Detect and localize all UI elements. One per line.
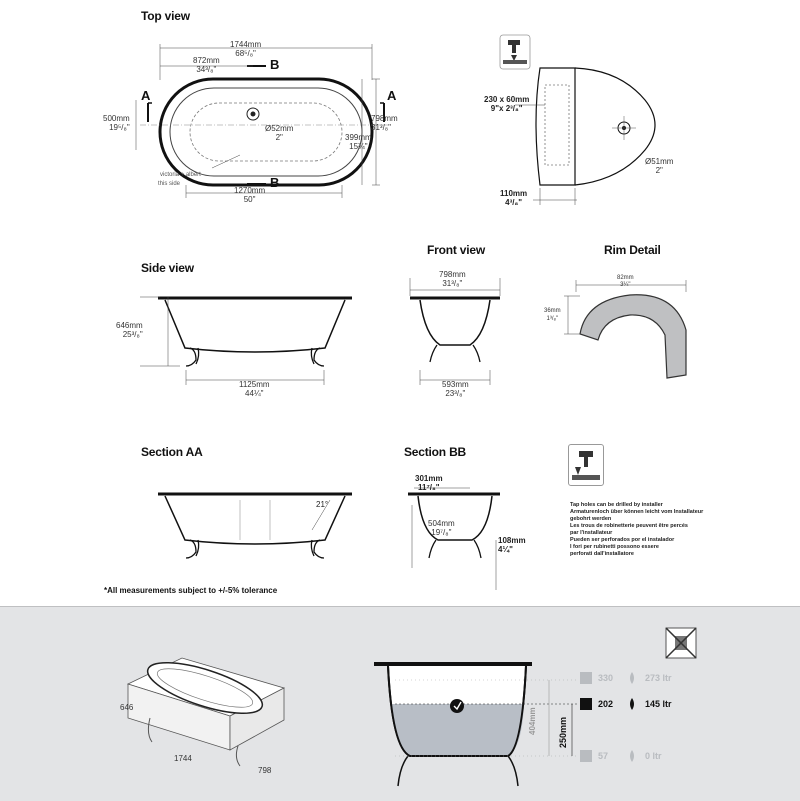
- water-section: [374, 662, 578, 787]
- section-aa-drawing: [158, 492, 352, 559]
- technical-drawings: [135, 34, 687, 590]
- dim-404: 404mm: [528, 707, 537, 735]
- front-view-title: Front view: [427, 243, 486, 257]
- tap-drill-icon: [568, 444, 604, 486]
- section-bb-drawing: [408, 487, 500, 590]
- marker-a-right: A: [387, 88, 397, 103]
- iso-height: 646: [120, 703, 134, 712]
- side-view-drawing: [140, 296, 352, 385]
- iso-length: 1744: [174, 754, 192, 763]
- rim-detail-drawing: [564, 280, 687, 379]
- tap-note: Tap holes can be drilled by installer Ar…: [570, 502, 704, 557]
- isometric-bath: [126, 657, 286, 767]
- front-view-drawing: [409, 278, 501, 385]
- dim-250: 250mm: [558, 716, 568, 748]
- level-mid-weight: 202: [598, 699, 614, 709]
- top-view-drawing: [135, 44, 390, 198]
- section-aa-angle: 21°: [316, 500, 329, 509]
- tap-position-drawing: [515, 67, 656, 205]
- side-view-title: Side view: [141, 261, 194, 275]
- level-top-volume: 273 ltr: [645, 673, 672, 683]
- rim-detail-title: Rim Detail: [604, 243, 661, 257]
- iso-width: 798: [258, 766, 272, 775]
- brand-logo: victoria + albert: [160, 172, 201, 178]
- level-top-weight: 330: [598, 673, 614, 683]
- level-mid-volume: 145 ltr: [645, 699, 672, 709]
- level-icons: [580, 672, 634, 762]
- marker-b-top: B: [270, 57, 280, 72]
- section-bb-title: Section BB: [404, 445, 467, 459]
- capacity-graphics: [126, 627, 697, 787]
- tap-icon: [499, 34, 531, 70]
- this-side-label: this side: [158, 181, 181, 187]
- marker-b-bottom: B: [270, 175, 280, 190]
- marker-a-left: A: [141, 88, 151, 103]
- no-fill-icon: [665, 627, 697, 659]
- section-aa-title: Section AA: [141, 445, 203, 459]
- tolerance-note: *All measurements subject to +/-5% toler…: [104, 586, 278, 595]
- level-bottom-volume: 0 ltr: [645, 751, 662, 761]
- level-bottom-weight: 57: [598, 751, 609, 761]
- top-view-title: Top view: [141, 9, 190, 23]
